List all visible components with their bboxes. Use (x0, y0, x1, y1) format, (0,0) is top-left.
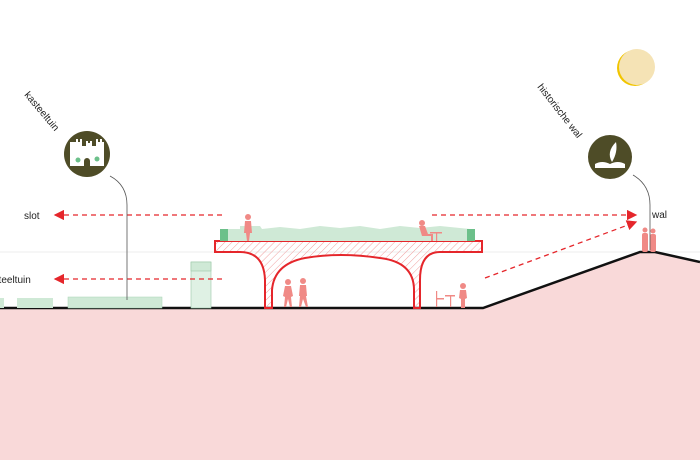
castle-garden-icon (64, 131, 110, 177)
person-icon (650, 228, 656, 252)
view-arrows (53, 209, 638, 285)
cafe-chairs-icon (436, 291, 455, 307)
person-icon (459, 283, 467, 308)
person-seated-icon (419, 220, 442, 241)
person-icon (283, 279, 293, 307)
person-icon (299, 278, 308, 307)
person-icon (244, 214, 252, 241)
garden-beds (0, 261, 212, 309)
ground (0, 252, 700, 460)
bridge-structure (214, 226, 483, 309)
book-quill-icon (588, 135, 632, 179)
sun-icon (617, 49, 655, 86)
kasteeltuin-icon-label: kasteeltuin (22, 90, 61, 134)
kasteeltuin-arrow-label: kasteeltuin (0, 275, 31, 286)
historische-wal-icon-label: historische wal (535, 82, 584, 140)
slot-label: slot (24, 211, 40, 222)
leader-line (109, 175, 128, 300)
leader-line (632, 174, 651, 250)
ground-line (0, 250, 700, 310)
wal-label: wal (651, 210, 667, 221)
people-figures (244, 214, 656, 308)
person-icon (642, 227, 648, 252)
